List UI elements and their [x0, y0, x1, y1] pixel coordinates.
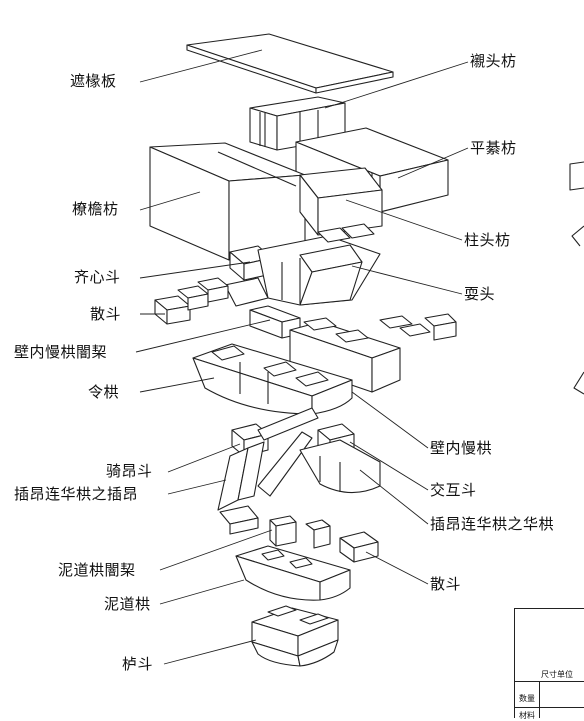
unit-label: 尺寸单位 [541, 670, 573, 679]
leader-nidaogong-sanjia [159, 529, 273, 571]
leader-huagong [359, 469, 429, 525]
leader-liaoyanfang [139, 191, 201, 211]
leader-chentoufang [324, 61, 469, 109]
label-nidaogong: 泥道栱 [104, 595, 151, 613]
leader-chaang [167, 479, 227, 495]
label-pingqifang: 平綦枋 [470, 139, 517, 157]
huagong-part [299, 423, 381, 494]
leader-nidaogong [159, 579, 245, 605]
leader-zheyuanban [139, 49, 263, 83]
label-sandou-top: 散斗 [90, 305, 122, 323]
label-shuatou: 耍头 [464, 285, 496, 303]
title-block: 尺寸单位 数量 材料 [514, 608, 584, 720]
leader-linggong [139, 377, 215, 393]
label-bineimangong: 壁内慢栱 [430, 439, 493, 457]
leader-jiaohudou [349, 441, 429, 491]
leader-pingqifang [397, 147, 469, 179]
leader-bineimangong-sanjia [135, 319, 271, 353]
zheyuanban-part [186, 33, 394, 94]
leader-shuatou [351, 265, 463, 295]
label-qixindou: 齐心斗 [74, 268, 121, 286]
ludou-part [251, 605, 339, 667]
label-zheyuanban: 遮椽板 [70, 72, 117, 90]
label-zhutoufang: 柱头枋 [464, 231, 511, 249]
label-chaang: 插昂连华栱之插昂 [14, 485, 139, 503]
leader-qiangdou [167, 443, 241, 473]
label-linggong: 令栱 [88, 383, 120, 401]
label-qiangdou: 骑昂斗 [106, 462, 153, 480]
label-bineimangong-sanjia: 壁内慢栱闇栔 [14, 343, 108, 361]
sandou-top-row [154, 277, 229, 325]
linggong-part [192, 343, 353, 415]
liaoyanfang-part [149, 142, 306, 261]
label-liaoyanfang: 橑檐枋 [72, 200, 119, 218]
leader-bineimangong [351, 391, 429, 449]
chaang-part [217, 407, 319, 535]
label-ludou: 栌斗 [122, 655, 154, 673]
label-chentoufang: 襯头枋 [470, 52, 517, 70]
edge-fragments [569, 161, 584, 395]
qty-label: 数量 [519, 694, 535, 703]
nidaogong-part [235, 545, 351, 601]
bineimangong-part [289, 313, 457, 393]
leader-ludou [163, 639, 257, 665]
leader-qixindou [139, 261, 251, 279]
leader-zhutoufang [345, 199, 463, 241]
nidaogong-sanjia-part [269, 515, 331, 549]
label-jiaohudou: 交互斗 [430, 481, 477, 499]
qixindou-shuatou-layer [224, 223, 381, 307]
material-label: 材料 [519, 711, 535, 720]
label-huagong: 插昂连华栱之华栱 [430, 515, 555, 533]
label-sandou-bottom: 散斗 [430, 575, 462, 593]
sandou-bottom-part [339, 531, 379, 563]
leader-sandou-bottom [365, 551, 429, 585]
label-nidaogong-sanjia: 泥道栱闇栔 [58, 561, 136, 579]
zhutoufang-part [299, 167, 383, 236]
